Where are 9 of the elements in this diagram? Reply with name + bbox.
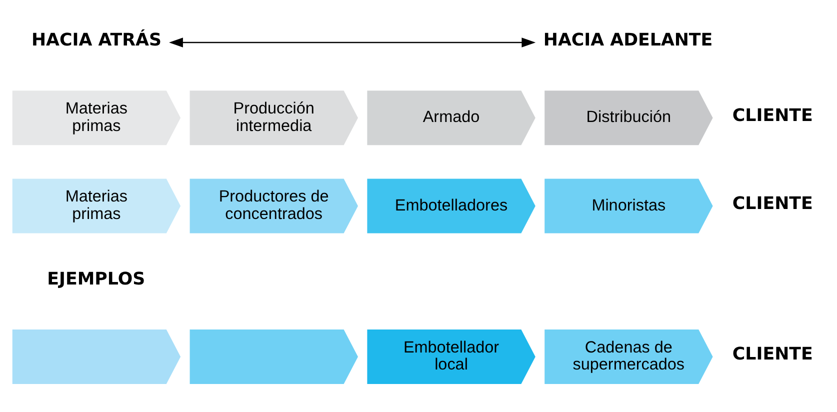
label: EJEMPLOS (47, 269, 146, 290)
arrow (169, 38, 536, 48)
label: CLIENTE (732, 194, 813, 214)
node-text: HACIA ADELANTE (543, 30, 713, 50)
label: CLIENTE (732, 344, 813, 365)
node-text: HACIA ATRÁS (32, 30, 162, 50)
node-chevron (12, 329, 181, 384)
node-chevron (190, 329, 358, 384)
label: CLIENTE (732, 106, 813, 126)
